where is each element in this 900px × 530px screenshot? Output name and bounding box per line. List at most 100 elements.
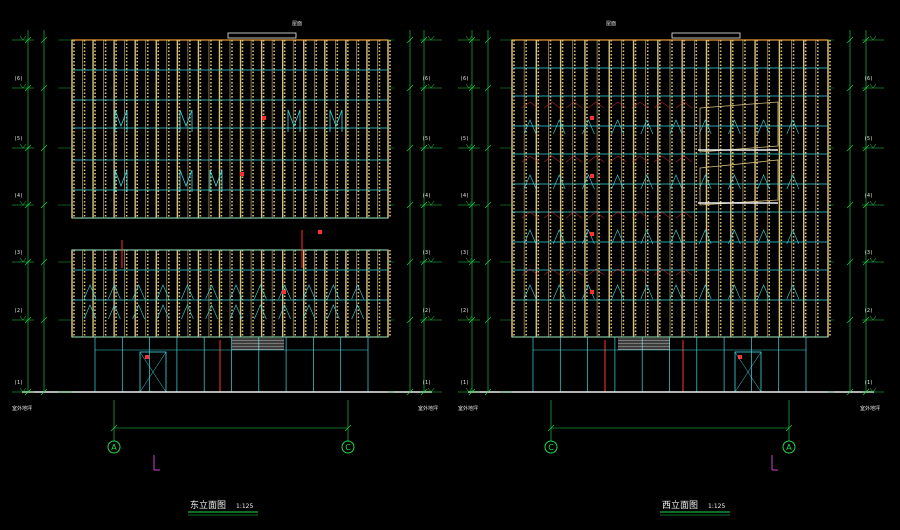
elevation-tag — [738, 355, 742, 359]
glazing-mark — [786, 174, 800, 190]
glazing-mark — [181, 304, 194, 320]
level-marker — [465, 83, 473, 89]
roof-parapet — [227, 32, 297, 39]
level-label: (3) — [460, 250, 469, 256]
level-marker — [19, 200, 27, 206]
west-top-label: 屋面 — [606, 21, 616, 27]
level-label: (2) — [422, 308, 431, 314]
red-detail — [521, 211, 539, 219]
level-label: (2) — [864, 308, 873, 314]
level-marker — [465, 257, 473, 263]
balcony-block — [699, 159, 779, 206]
glazing-mark — [611, 174, 624, 190]
level-marker — [19, 315, 27, 321]
east-dimensions: (6)(5)(4)(3)(2)(1)室外地坪(6)(5)(4)(3)(2)(1)… — [12, 30, 442, 441]
window-bay — [179, 109, 193, 132]
red-detail — [565, 268, 583, 276]
level-label: (5) — [14, 136, 23, 142]
level-marker — [869, 143, 877, 149]
elevation-tag — [282, 290, 286, 294]
red-detail — [653, 101, 671, 109]
glazing-mark — [669, 284, 683, 300]
level-marker — [427, 387, 435, 393]
level-label: (1) — [864, 380, 873, 386]
ground-level-label: 室外地坪 — [12, 405, 32, 412]
glazing-mark — [181, 284, 194, 300]
glazing-mark — [757, 229, 770, 245]
glazing-mark — [669, 119, 683, 135]
ground-level-label: 室外地坪 — [458, 405, 478, 412]
dimension-tick — [846, 201, 854, 209]
red-detail — [587, 268, 605, 276]
axis-label-left: C — [548, 443, 554, 452]
glazing-mark — [669, 174, 683, 190]
level-marker — [465, 387, 473, 393]
red-detail — [675, 268, 693, 276]
dimension-tick — [484, 258, 492, 266]
glazing-mark — [786, 284, 800, 300]
dimension-tick — [40, 144, 48, 152]
dimension-tick — [484, 144, 492, 152]
axis-label-right: A — [786, 443, 792, 452]
glazing-mark — [640, 284, 654, 300]
red-detail — [543, 101, 561, 109]
level-marker — [19, 35, 27, 41]
window-bay — [114, 169, 128, 192]
level-label: (6) — [422, 76, 431, 82]
glazing-mark — [156, 304, 170, 320]
dimension-tick — [40, 316, 48, 324]
section-mark — [771, 455, 778, 471]
glazing-mark — [698, 284, 712, 300]
level-marker — [869, 83, 877, 89]
dimension-tick — [785, 424, 793, 432]
red-detail — [653, 155, 671, 163]
elevation-tag — [590, 174, 594, 178]
west-elevation: (6)(5)(4)(3)(2)(1)室外地坪(6)(5)(4)(3)(2)(1)… — [458, 21, 884, 516]
drawing-title: 西立面图 — [662, 499, 698, 511]
level-marker — [19, 387, 27, 393]
glazing-mark — [205, 284, 218, 300]
dimension-tick — [40, 84, 48, 92]
glazing-mark — [757, 119, 770, 135]
red-detail — [543, 155, 561, 163]
level-label: (3) — [864, 250, 873, 256]
level-label: (2) — [14, 308, 23, 314]
west-facade — [468, 32, 874, 393]
window-bay — [287, 109, 301, 132]
red-detail — [521, 101, 539, 109]
glazing-mark — [757, 174, 770, 190]
glazing-mark — [582, 119, 595, 135]
dimension-tick — [406, 201, 414, 209]
dimension-tick — [846, 316, 854, 324]
level-marker — [465, 200, 473, 206]
glazing-mark — [205, 304, 218, 320]
glazing-mark — [278, 304, 291, 320]
level-marker — [427, 143, 435, 149]
red-detail — [653, 211, 671, 219]
level-marker — [869, 315, 877, 321]
glazing-mark — [351, 304, 364, 320]
level-label: (4) — [460, 193, 469, 199]
elevation-tag — [590, 116, 594, 120]
glazing-mark — [611, 119, 624, 135]
level-label: (1) — [14, 380, 23, 386]
glazing-mark — [302, 304, 316, 320]
glazing-mark — [132, 284, 145, 300]
dimension-tick — [484, 201, 492, 209]
glazing-mark — [83, 304, 97, 320]
elevation-tag — [318, 230, 322, 234]
red-detail — [565, 211, 583, 219]
east-elevation: (6)(5)(4)(3)(2)(1)室外地坪(6)(5)(4)(3)(2)(1)… — [12, 21, 442, 516]
glazing-mark — [582, 284, 595, 300]
level-label: (3) — [14, 250, 23, 256]
axis-bubble-right: A — [782, 440, 796, 454]
glazing-mark — [582, 174, 595, 190]
red-detail — [565, 101, 583, 109]
glazing-mark — [523, 174, 537, 190]
red-detail — [609, 211, 627, 219]
level-marker — [869, 35, 877, 41]
glazing-mark — [552, 174, 566, 190]
glazing-mark — [156, 284, 170, 300]
glazing-mark — [108, 304, 121, 320]
